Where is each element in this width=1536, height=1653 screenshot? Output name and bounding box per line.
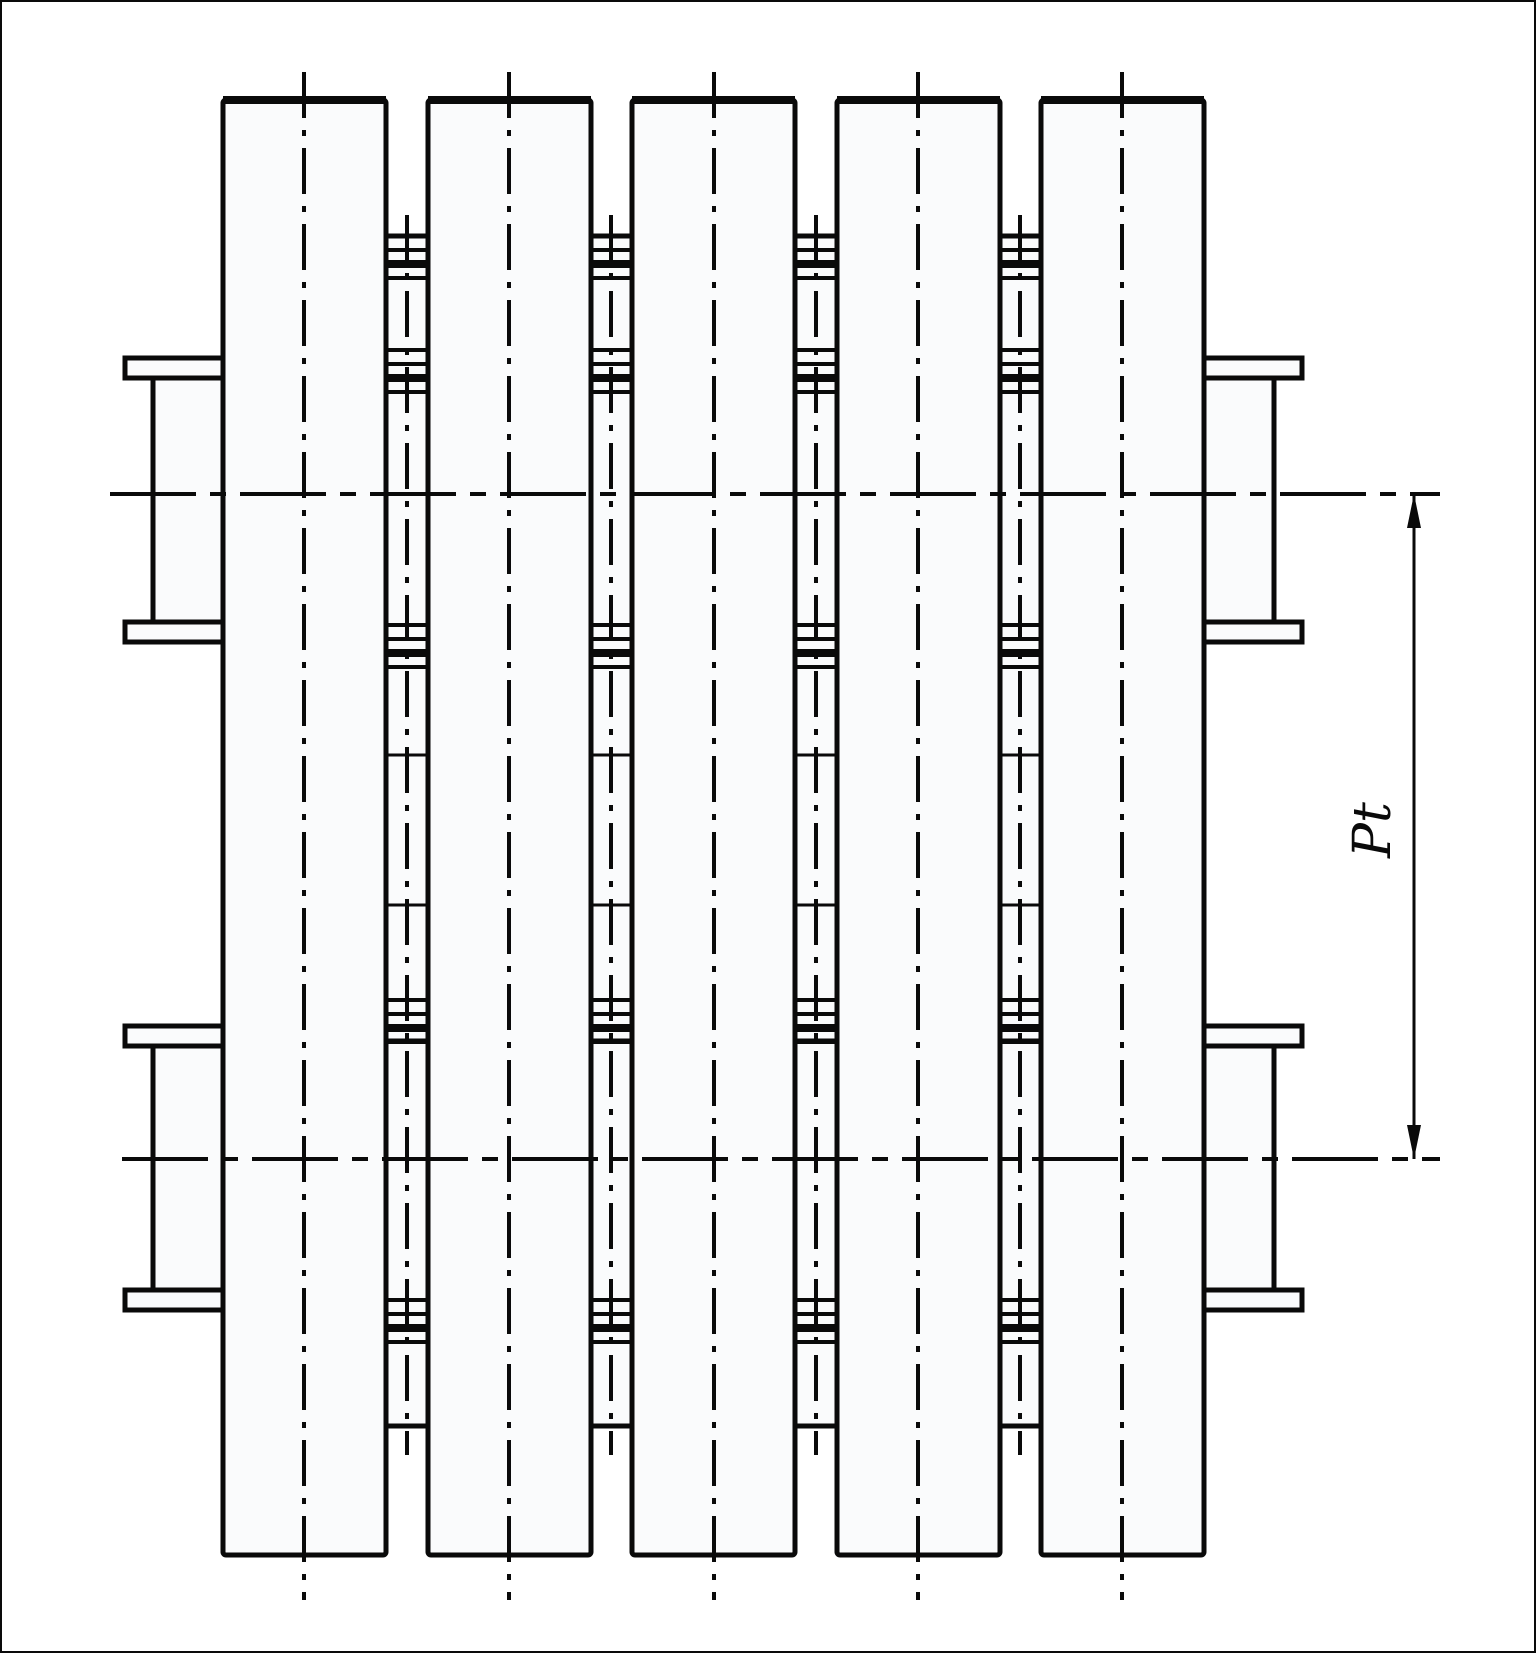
pitch-dimension: Pt [1343,494,1421,1159]
right-nozzle-body [1201,375,1277,625]
pitch-label: Pt [1343,802,1403,859]
right-nozzle-body [1201,1043,1277,1293]
right-flange-top [1201,1023,1305,1049]
plate-group [220,96,1207,1558]
left-nozzle-body [150,375,226,625]
right-flange-top [1201,355,1305,381]
flange-group [122,355,1305,1313]
left-flange-bottom [122,1287,226,1313]
left-flange-bottom [122,619,226,645]
left-flange-top [122,355,226,381]
left-flange-top [122,1023,226,1049]
right-flange-bottom [1201,1287,1305,1313]
centerline-group [110,72,1440,1600]
left-nozzle-body [150,1043,226,1293]
arrow-down-icon [1407,1125,1421,1159]
arrow-up-icon [1407,494,1421,528]
right-flange-bottom [1201,619,1305,645]
spacer-gap-group [383,233,1044,1429]
